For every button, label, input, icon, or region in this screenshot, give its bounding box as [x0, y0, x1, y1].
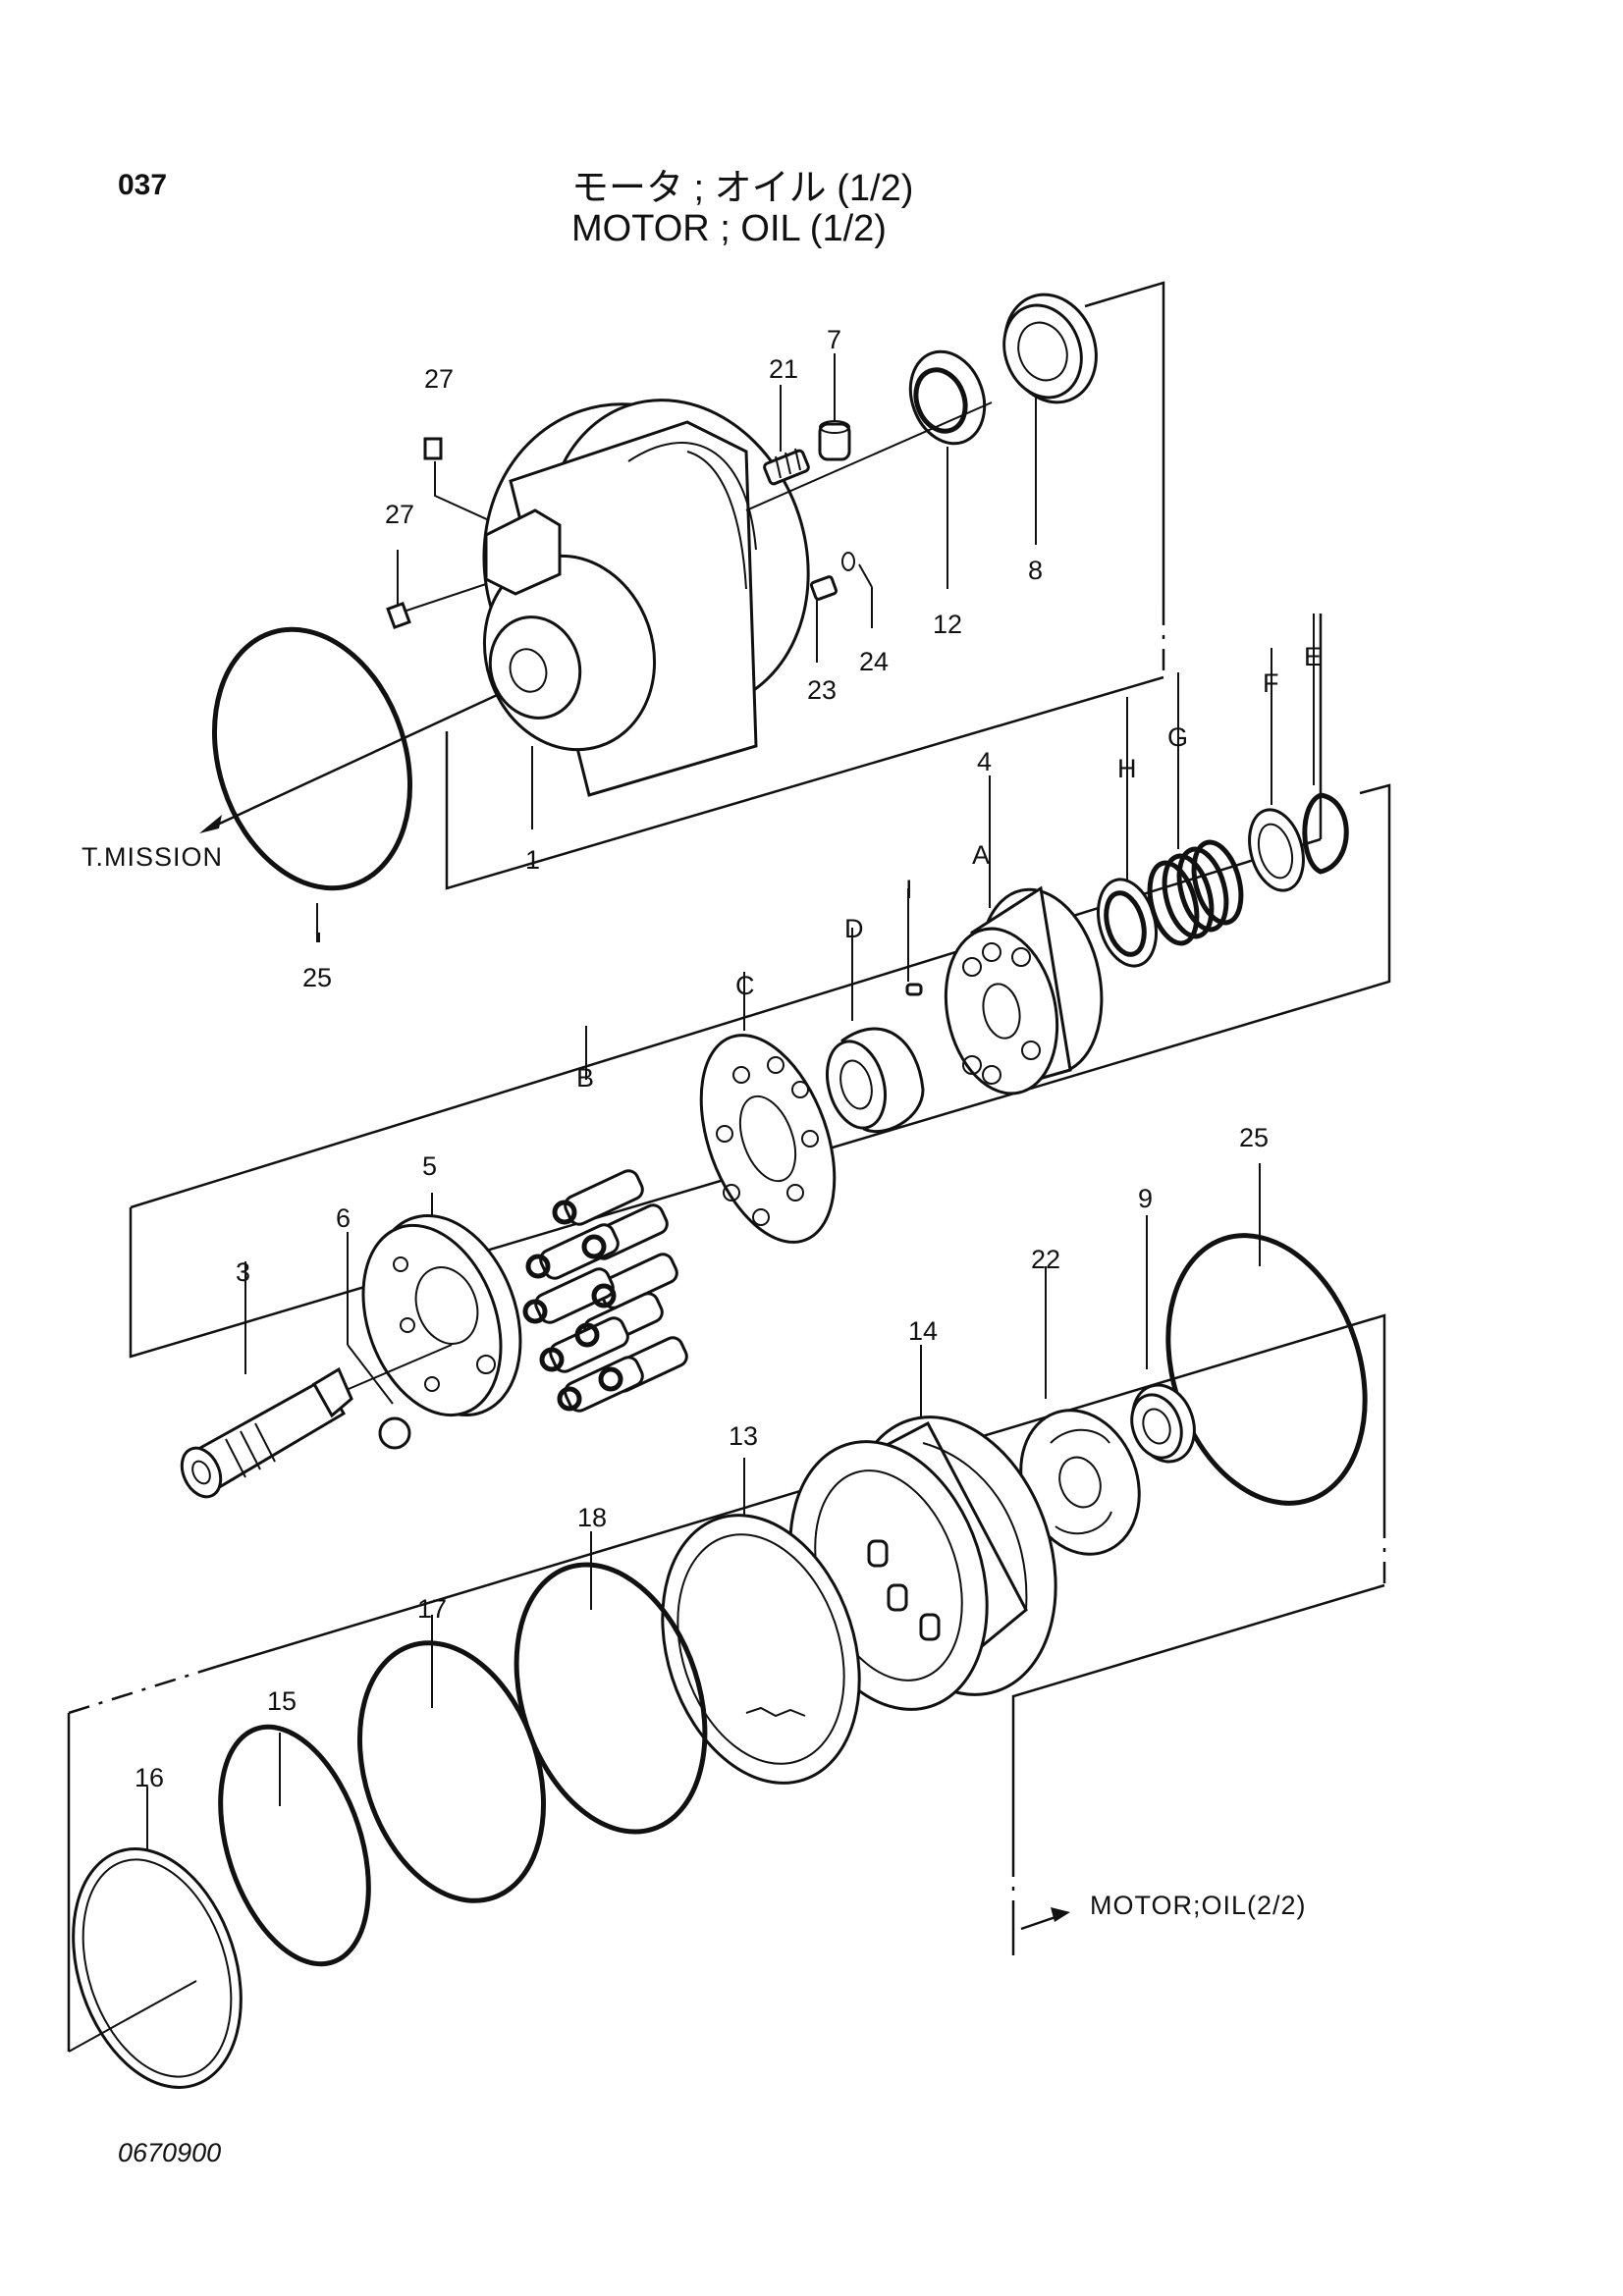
snap-ring-E — [1302, 792, 1349, 875]
callout-15: 15 — [267, 1686, 297, 1716]
callout-9: 9 — [1138, 1184, 1153, 1213]
spherical-bushing-D — [826, 1027, 925, 1134]
callout-13: 13 — [729, 1421, 758, 1451]
spring-21 — [763, 448, 810, 486]
callout-A: A — [972, 840, 990, 870]
bearing-9 — [1130, 1383, 1196, 1464]
spring-seat-H — [1097, 878, 1158, 968]
callout-3: 3 — [236, 1257, 250, 1287]
ring-17 — [356, 1640, 547, 1903]
callout-14: 14 — [908, 1316, 938, 1346]
reference-motor-oil-2-2: MOTOR;OIL(2/2) — [1090, 1891, 1307, 1920]
callout-25-lower: 25 — [1239, 1123, 1269, 1152]
callout-labels: 27 27 21 7 12 8 23 24 1 25 4 A I D C B H… — [81, 325, 1322, 1920]
ball-6 — [378, 1416, 411, 1450]
callout-27-upper: 27 — [424, 364, 454, 394]
plug-27-upper — [423, 437, 443, 460]
arrow-to-transmission — [199, 815, 222, 833]
arrow-to-motor-oil-2 — [1051, 1907, 1070, 1922]
oil-seal-12 — [908, 349, 987, 446]
shaft-3 — [180, 1366, 353, 1499]
callout-G: G — [1167, 722, 1188, 752]
retainer-plate-C — [699, 1034, 837, 1244]
callout-17: 17 — [417, 1594, 447, 1624]
o-ring-24 — [841, 552, 855, 571]
callout-H: H — [1117, 754, 1137, 783]
cylinder-block-A — [944, 885, 1104, 1095]
title-japanese: モータ ; オイル (1/2) — [571, 168, 914, 209]
title-english: MOTOR ; OIL (1/2) — [571, 208, 887, 249]
plug-23 — [809, 575, 839, 601]
plug-7 — [818, 420, 851, 461]
callout-8: 8 — [1028, 556, 1043, 585]
pin-I — [905, 983, 923, 996]
callout-22: 22 — [1031, 1245, 1060, 1274]
drawing-number: 0670900 — [118, 2138, 222, 2167]
callout-F: F — [1263, 668, 1279, 698]
callout-1: 1 — [525, 845, 540, 875]
callout-24: 24 — [859, 647, 889, 676]
callout-16: 16 — [135, 1763, 164, 1792]
page-number: 037 — [118, 169, 168, 201]
ring-16 — [72, 1847, 243, 2089]
callout-18: 18 — [577, 1503, 607, 1532]
callout-B: B — [576, 1063, 594, 1093]
o-ring-25-upper — [211, 626, 413, 891]
ring-15 — [218, 1724, 371, 1967]
pistons-B — [522, 1169, 688, 1413]
callout-E: E — [1304, 642, 1322, 671]
callout-7: 7 — [827, 325, 841, 354]
arrows — [199, 675, 1070, 1931]
callout-27-lower: 27 — [385, 500, 414, 529]
callout-D: D — [844, 914, 864, 943]
swash-plate-5 — [361, 1213, 522, 1417]
callout-23: 23 — [807, 675, 837, 705]
callout-C: C — [735, 971, 755, 1000]
callout-21: 21 — [769, 354, 798, 384]
plate-13 — [661, 1514, 861, 1785]
bearing-8 — [1002, 293, 1098, 404]
motor-casing-1 — [482, 399, 810, 797]
washer-F — [1248, 808, 1305, 892]
frame-lines — [67, 281, 1391, 2052]
plug-27-lower — [386, 601, 411, 630]
o-ring-25-lower — [1165, 1233, 1368, 1506]
callout-25-upper: 25 — [302, 963, 332, 992]
callout-5: 5 — [422, 1151, 437, 1181]
callout-12: 12 — [933, 610, 962, 639]
callout-6: 6 — [336, 1203, 351, 1233]
callout-4: 4 — [977, 747, 992, 776]
spring-G — [1147, 839, 1244, 946]
callout-I: I — [905, 875, 913, 904]
reference-transmission: T.MISSION — [81, 842, 223, 872]
leader-lines — [146, 353, 1315, 1880]
